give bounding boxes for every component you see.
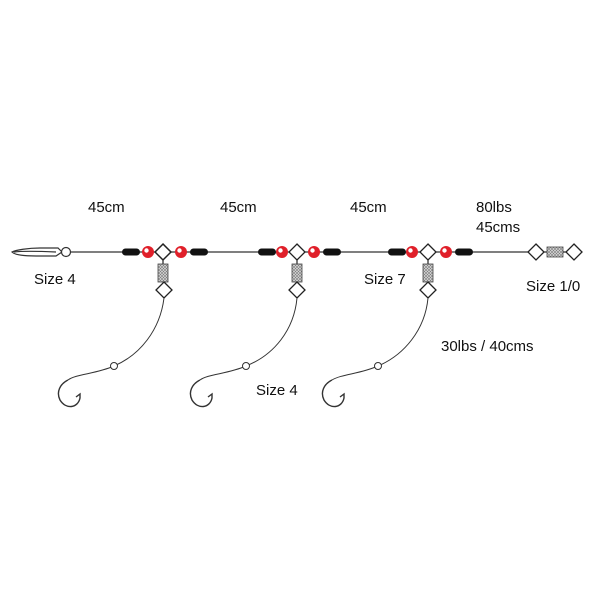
swivel-diamond — [527, 243, 545, 261]
snood-label: 30lbs / 40cms — [441, 338, 534, 355]
sleeve — [258, 248, 276, 256]
swivel-diamond — [565, 243, 583, 261]
snap-clip — [10, 246, 72, 258]
boom-3 — [321, 243, 473, 408]
sleeve — [190, 248, 208, 256]
swivel-diamond — [288, 281, 306, 299]
swivel-barrel — [291, 263, 303, 283]
boom-2 — [189, 243, 341, 408]
boom-1 — [57, 243, 208, 408]
sleeve — [388, 248, 406, 256]
snood-bead — [374, 362, 382, 370]
hook — [321, 379, 345, 408]
hook — [189, 379, 213, 408]
clip-size-label: Size 4 — [34, 271, 76, 288]
snood-bead — [110, 362, 118, 370]
main-line-length-label: 45cms — [476, 219, 521, 236]
sleeve — [122, 248, 140, 256]
swivel-barrel — [546, 246, 564, 258]
swivel-diamond — [154, 243, 172, 261]
swivel-diamond — [419, 243, 437, 261]
snood-bead — [242, 362, 250, 370]
hook-size-label: Size 4 — [256, 382, 298, 399]
length-label-3: 45cm — [350, 199, 387, 216]
sleeve — [455, 248, 473, 256]
swivel-barrel — [157, 263, 169, 283]
end-swivel — [527, 243, 583, 261]
swivel-size-label: Size 7 — [364, 271, 406, 288]
swivel-diamond — [419, 281, 437, 299]
swivel-diamond — [155, 281, 173, 299]
end-swivel-size-label: Size 1/0 — [526, 278, 581, 295]
sleeve — [323, 248, 341, 256]
length-label-1: 45cm — [88, 199, 125, 216]
swivel-barrel — [422, 263, 434, 283]
length-label-2: 45cm — [220, 199, 257, 216]
hook — [57, 379, 81, 408]
main-line-strength-label: 80lbs — [476, 199, 512, 216]
swivel-diamond — [288, 243, 306, 261]
